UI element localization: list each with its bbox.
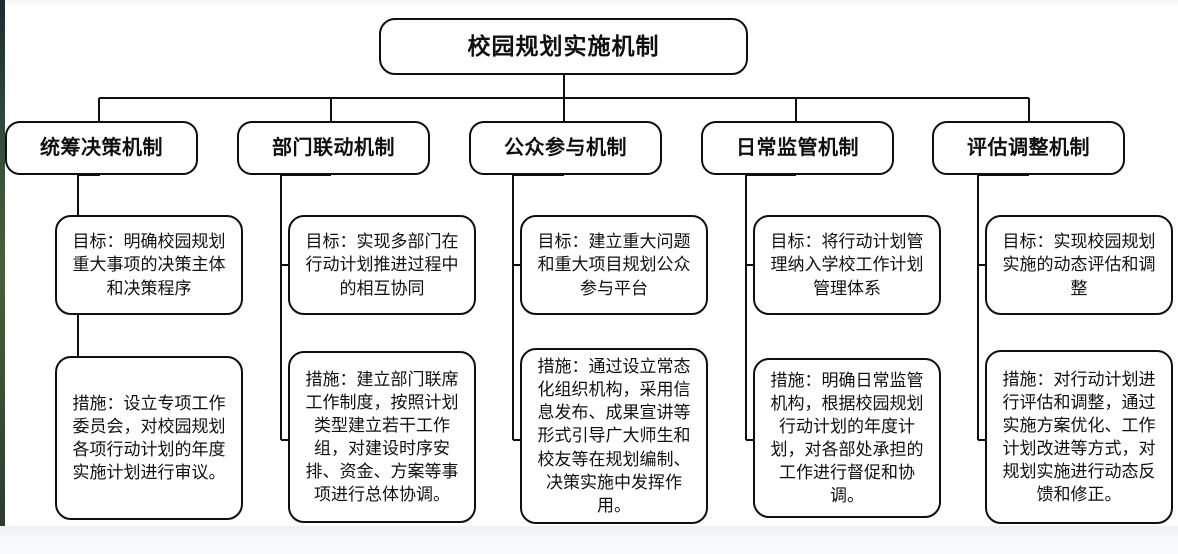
- page-bottom-band: [0, 526, 1178, 554]
- root-node[interactable]: 校园规划实施机制: [379, 18, 748, 75]
- branch-title-4[interactable]: 日常监管机制: [701, 121, 894, 175]
- branch-title-1[interactable]: 统筹决策机制: [5, 121, 198, 175]
- branch-goal-1[interactable]: 目标：明确校园规划重大事项的决策主体和决策程序: [55, 215, 243, 315]
- branch-measure-3-text: 措施：通过设立常态化组织机构，采用信息发布、成果宣讲等形式引导广大师生和校友等在…: [537, 357, 691, 515]
- page-left-edge-strip: [0, 0, 5, 554]
- root-node-label: 校园规划实施机制: [467, 33, 660, 59]
- branch-measure-4-text: 措施：明确日常监管机构，根据校园规划行动计划的年度计划，对各部处承担的工作进行督…: [770, 370, 924, 506]
- branch-measure-3[interactable]: 措施：通过设立常态化组织机构，采用信息发布、成果宣讲等形式引导广大师生和校友等在…: [520, 348, 708, 524]
- branch-goal-4[interactable]: 目标：将行动计划管理纳入学校工作计划管理体系: [753, 215, 941, 315]
- branch-goal-3[interactable]: 目标：建立重大问题和重大项目规划公众参与平台: [520, 215, 708, 315]
- branch-goal-2-text: 目标：实现多部门在行动计划推进过程中的相互协同: [305, 232, 459, 298]
- branch-title-2[interactable]: 部门联动机制: [237, 121, 430, 175]
- branch-measure-1[interactable]: 措施：设立专项工作委员会，对校园规划各项行动计划的年度实施计划进行审议。: [55, 356, 243, 520]
- branch-measure-1-text: 措施：设立专项工作委员会，对校园规划各项行动计划的年度实施计划进行审议。: [72, 393, 226, 483]
- branch-title-5[interactable]: 评估调整机制: [932, 121, 1125, 175]
- branch-measure-2-text: 措施：建立部门联席工作制度，按照计划类型建立若干工作组，对建设时序安排、资金、方…: [305, 369, 459, 505]
- page-top-band: [0, 0, 1178, 8]
- branch-title-5-label: 评估调整机制: [967, 137, 1090, 159]
- branch-goal-3-text: 目标：建立重大问题和重大项目规划公众参与平台: [537, 232, 691, 298]
- branch-goal-2[interactable]: 目标：实现多部门在行动计划推进过程中的相互协同: [288, 215, 476, 315]
- branch-title-3-label: 公众参与机制: [504, 137, 627, 159]
- branch-measure-5-text: 措施：对行动计划进行评估和调整，通过实施方案优化、工作计划改进等方式，对规划实施…: [1002, 369, 1156, 505]
- branch-goal-4-text: 目标：将行动计划管理纳入学校工作计划管理体系: [770, 232, 924, 298]
- branch-title-3[interactable]: 公众参与机制: [469, 121, 662, 175]
- branch-measure-4[interactable]: 措施：明确日常监管机构，根据校园规划行动计划的年度计划，对各部处承担的工作进行督…: [753, 358, 941, 518]
- branch-measure-2[interactable]: 措施：建立部门联席工作制度，按照计划类型建立若干工作组，对建设时序安排、资金、方…: [288, 351, 476, 523]
- branch-goal-5-text: 目标：实现校园规划实施的动态评估和调整: [1002, 232, 1156, 298]
- branch-title-1-label: 统筹决策机制: [40, 137, 163, 159]
- branch-title-4-label: 日常监管机制: [736, 137, 859, 159]
- branch-measure-5[interactable]: 措施：对行动计划进行评估和调整，通过实施方案优化、工作计划改进等方式，对规划实施…: [985, 350, 1173, 524]
- branch-goal-1-text: 目标：明确校园规划重大事项的决策主体和决策程序: [72, 232, 226, 298]
- branch-title-2-label: 部门联动机制: [272, 137, 395, 159]
- branch-goal-5[interactable]: 目标：实现校园规划实施的动态评估和调整: [985, 215, 1173, 315]
